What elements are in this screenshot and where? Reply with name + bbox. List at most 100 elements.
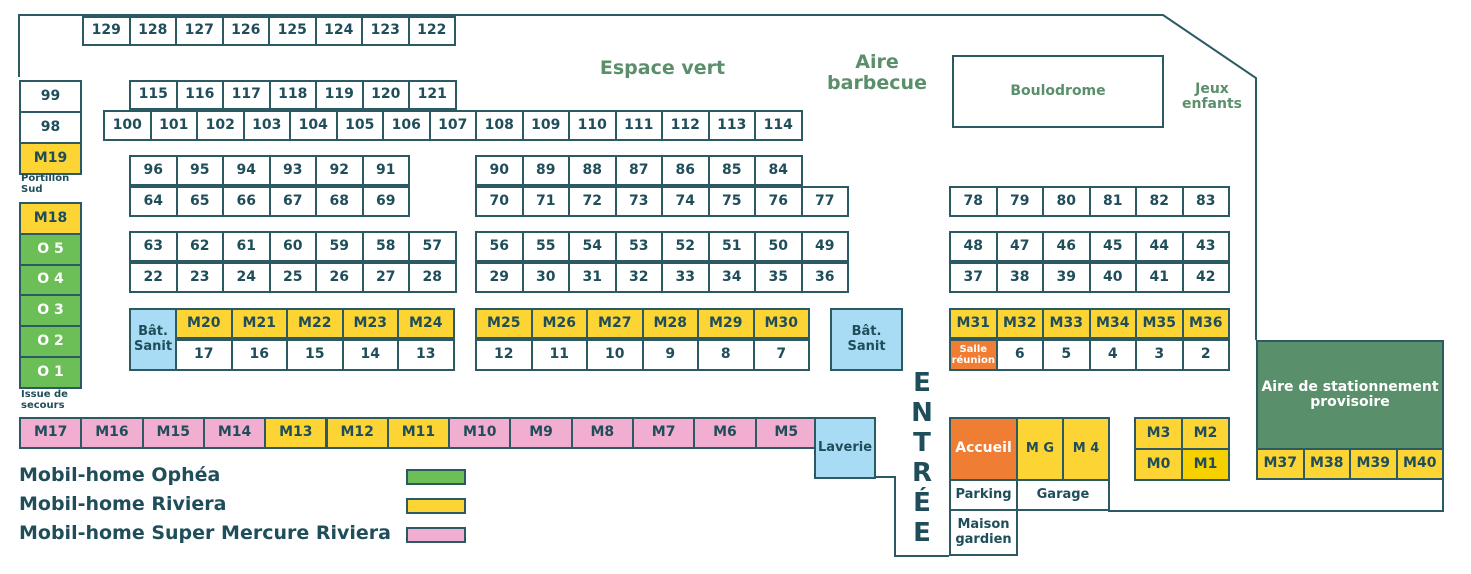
pitch-37[interactable]: 37: [949, 262, 998, 293]
pitch-m10[interactable]: M10: [448, 417, 512, 449]
pitch-62[interactable]: 62: [175, 231, 224, 262]
pitch-m28[interactable]: M28: [641, 308, 699, 339]
pitch-118[interactable]: 118: [268, 80, 317, 110]
pitch-29[interactable]: 29: [475, 262, 524, 293]
pitch-54[interactable]: 54: [568, 231, 617, 262]
pitch-78[interactable]: 78: [949, 186, 998, 217]
pitch-72[interactable]: 72: [568, 186, 617, 217]
pitch-59[interactable]: 59: [315, 231, 364, 262]
pitch-127[interactable]: 127: [175, 16, 224, 46]
boulodrome[interactable]: Boulodrome: [952, 55, 1164, 128]
pitch-4[interactable]: 4: [1088, 339, 1137, 371]
pitch-43[interactable]: 43: [1181, 231, 1230, 262]
pitch-106[interactable]: 106: [382, 110, 431, 141]
pitch-63[interactable]: 63: [129, 231, 178, 262]
pitch-57[interactable]: 57: [408, 231, 457, 262]
pitch-109[interactable]: 109: [521, 110, 570, 141]
pitch-m17[interactable]: M17: [19, 417, 83, 449]
pitch-76[interactable]: 76: [754, 186, 803, 217]
pitch-39[interactable]: 39: [1042, 262, 1091, 293]
pitch-m23[interactable]: M23: [341, 308, 399, 339]
pitch-113[interactable]: 113: [707, 110, 756, 141]
pitch-36[interactable]: 36: [800, 262, 849, 293]
pitch-m8[interactable]: M8: [570, 417, 634, 449]
pitch-m40[interactable]: M40: [1395, 448, 1444, 480]
pitch-47[interactable]: 47: [995, 231, 1044, 262]
pitch-69[interactable]: 69: [361, 186, 410, 217]
pitch-30[interactable]: 30: [521, 262, 570, 293]
pitch-73[interactable]: 73: [614, 186, 663, 217]
pitch-m22[interactable]: M22: [286, 308, 344, 339]
pitch-6[interactable]: 6: [995, 339, 1044, 371]
pitch-48[interactable]: 48: [949, 231, 998, 262]
pitch-33[interactable]: 33: [661, 262, 710, 293]
pitch-94[interactable]: 94: [222, 155, 271, 186]
pitch-122[interactable]: 122: [407, 16, 456, 46]
pitch-125[interactable]: 125: [268, 16, 317, 46]
bat-sanit-left[interactable]: Bât. Sanit: [129, 308, 177, 371]
pitch-m2[interactable]: M2: [1181, 417, 1230, 450]
pitch-38[interactable]: 38: [995, 262, 1044, 293]
pitch-92[interactable]: 92: [315, 155, 364, 186]
pitch-128[interactable]: 128: [128, 16, 177, 46]
pitch-87[interactable]: 87: [614, 155, 663, 186]
maison-gardien[interactable]: Maison gardien: [949, 509, 1018, 556]
pitch-m15[interactable]: M15: [141, 417, 205, 449]
pitch-71[interactable]: 71: [521, 186, 570, 217]
pitch-45[interactable]: 45: [1088, 231, 1137, 262]
accueil[interactable]: Accueil: [949, 417, 1018, 481]
pitch-40[interactable]: 40: [1088, 262, 1137, 293]
pitch-m27[interactable]: M27: [586, 308, 644, 339]
pitch-7[interactable]: 7: [752, 339, 810, 371]
pitch-67[interactable]: 67: [268, 186, 317, 217]
pitch-86[interactable]: 86: [661, 155, 710, 186]
pitch-100[interactable]: 100: [103, 110, 152, 141]
pitch-27[interactable]: 27: [361, 262, 410, 293]
pitch-35[interactable]: 35: [754, 262, 803, 293]
pitch-124[interactable]: 124: [314, 16, 363, 46]
pitch-98[interactable]: 98: [19, 111, 82, 144]
laverie[interactable]: Laverie: [814, 417, 876, 479]
pitch-m31[interactable]: M31: [949, 308, 998, 339]
pitch-107[interactable]: 107: [428, 110, 477, 141]
pitch-m20[interactable]: M20: [175, 308, 233, 339]
pitch-50[interactable]: 50: [754, 231, 803, 262]
pitch-15[interactable]: 15: [286, 339, 344, 371]
pitch-112[interactable]: 112: [661, 110, 710, 141]
pitch-93[interactable]: 93: [268, 155, 317, 186]
pitch-102[interactable]: 102: [196, 110, 245, 141]
pitch-108[interactable]: 108: [475, 110, 524, 141]
pitch-m19[interactable]: M19: [19, 142, 82, 175]
pitch-79[interactable]: 79: [995, 186, 1044, 217]
pitch-25[interactable]: 25: [268, 262, 317, 293]
pitch-m39[interactable]: M39: [1349, 448, 1398, 480]
pitch-m4[interactable]: M 4: [1062, 417, 1110, 481]
pitch-m7[interactable]: M7: [632, 417, 696, 449]
pitch-114[interactable]: 114: [754, 110, 803, 141]
pitch-84[interactable]: 84: [754, 155, 803, 186]
pitch-104[interactable]: 104: [289, 110, 338, 141]
pitch-m16[interactable]: M16: [80, 417, 144, 449]
pitch-14[interactable]: 14: [341, 339, 399, 371]
pitch-m35[interactable]: M35: [1135, 308, 1184, 339]
pitch-o1[interactable]: O 1: [19, 356, 82, 389]
pitch-121[interactable]: 121: [408, 80, 457, 110]
pitch-42[interactable]: 42: [1181, 262, 1230, 293]
pitch-88[interactable]: 88: [568, 155, 617, 186]
pitch-116[interactable]: 116: [175, 80, 224, 110]
pitch-61[interactable]: 61: [222, 231, 271, 262]
aire-stationnement-provisoire[interactable]: Aire de stationnement provisoire: [1256, 340, 1444, 450]
pitch-12[interactable]: 12: [475, 339, 533, 371]
pitch-m12[interactable]: M12: [325, 417, 389, 449]
pitch-13[interactable]: 13: [397, 339, 455, 371]
pitch-m0[interactable]: M0: [1134, 448, 1183, 481]
pitch-44[interactable]: 44: [1135, 231, 1184, 262]
pitch-51[interactable]: 51: [707, 231, 756, 262]
pitch-103[interactable]: 103: [242, 110, 291, 141]
pitch-95[interactable]: 95: [175, 155, 224, 186]
pitch-m33[interactable]: M33: [1042, 308, 1091, 339]
pitch-8[interactable]: 8: [697, 339, 755, 371]
pitch-119[interactable]: 119: [315, 80, 364, 110]
pitch-129[interactable]: 129: [82, 16, 131, 46]
bat-sanit-center[interactable]: Bât. Sanit: [830, 308, 903, 371]
